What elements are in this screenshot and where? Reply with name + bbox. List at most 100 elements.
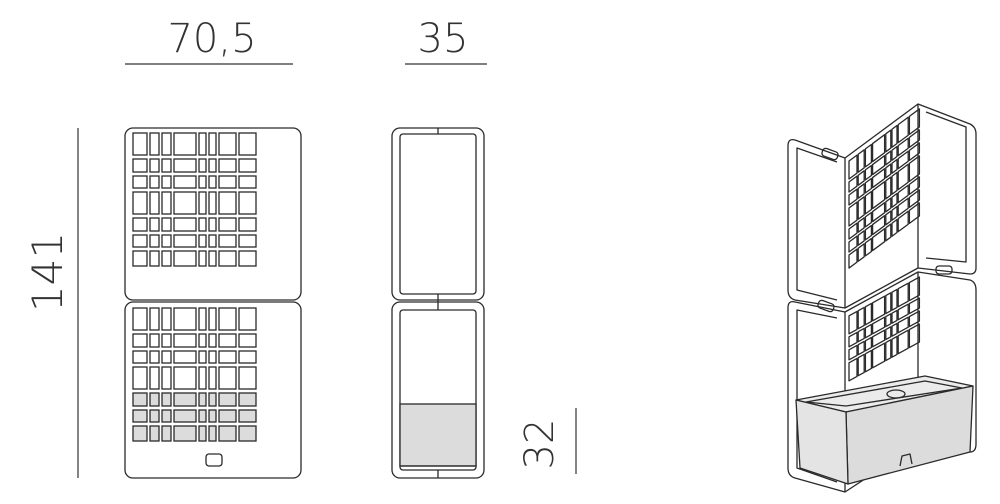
front-planter-handle (205, 453, 223, 467)
lattice-cell (897, 150, 909, 170)
lattice-cell (198, 158, 207, 173)
width-dimension-label: 70,5 (167, 16, 256, 62)
lattice-cell (173, 392, 197, 407)
lattice-cell (871, 215, 886, 236)
lattice-cell (149, 333, 160, 348)
lattice-cell (218, 132, 237, 156)
lattice-cell (857, 183, 865, 199)
lattice-cell (198, 217, 207, 232)
lattice-cell (132, 191, 148, 215)
lattice-cell (173, 158, 197, 173)
lattice-cell (848, 310, 858, 335)
lattice-cell (857, 196, 865, 220)
front-upper-panel (124, 127, 302, 301)
lattice-cell (173, 191, 197, 215)
lattice-cell (149, 350, 160, 364)
front-lattice-grid (132, 132, 257, 442)
lattice-cell (885, 339, 892, 362)
lattice-cell (864, 190, 873, 215)
lattice-cell (132, 217, 148, 232)
lattice-cell (149, 366, 160, 390)
lattice-cell (198, 425, 207, 442)
lattice-cell (238, 392, 257, 407)
lattice-cell (218, 392, 237, 407)
lattice-cell (173, 333, 197, 348)
lattice-cell (238, 409, 257, 423)
lattice-cell (871, 134, 886, 163)
lattice-cell (173, 217, 197, 232)
lattice-cell (132, 307, 148, 331)
lattice-cell (897, 137, 909, 157)
lattice-cell (908, 323, 921, 349)
lattice-cell (149, 217, 160, 232)
lattice-cell (897, 316, 909, 334)
lattice-cell (161, 409, 172, 423)
lattice-cell (908, 189, 921, 208)
lattice-cell (871, 316, 886, 335)
lattice-cell (908, 297, 921, 315)
lattice-cell (848, 201, 858, 227)
lattice-cell (218, 307, 237, 331)
lattice-cell (198, 350, 207, 364)
lattice-cell (198, 175, 207, 189)
lattice-cell (198, 409, 207, 423)
lattice-cell (848, 222, 858, 240)
perspective-left-frame-upper-inner (796, 147, 838, 301)
lattice-cell (149, 234, 160, 248)
lattice-cell (132, 333, 148, 348)
lattice-cell (198, 191, 207, 215)
lattice-cell (891, 124, 898, 148)
lattice-cell (238, 307, 257, 331)
lattice-cell (218, 175, 237, 189)
lattice-cell (218, 409, 237, 423)
lattice-cell (897, 197, 909, 217)
lattice-cell (848, 154, 858, 180)
lattice-cell (864, 237, 873, 257)
perspective-right-frame-upper (917, 103, 977, 275)
lattice-cell (149, 425, 160, 442)
lattice-cell (218, 333, 237, 348)
lattice-cell (857, 149, 865, 173)
lattice-cell (173, 175, 197, 189)
lattice-cell (908, 142, 921, 161)
perspective-planter-side (795, 399, 849, 485)
lattice-cell (238, 132, 257, 156)
lattice-cell (132, 366, 148, 390)
perspective-lattice-grid (848, 108, 921, 382)
lattice-cell (132, 132, 148, 156)
lattice-cell (891, 192, 898, 208)
lattice-cell (218, 234, 237, 248)
lattice-cell (857, 243, 865, 262)
lattice-cell (891, 288, 898, 311)
lattice-cell (198, 307, 207, 331)
lattice-cell (208, 333, 217, 348)
lattice-cell (149, 158, 160, 173)
lattice-cell (848, 331, 858, 348)
lattice-cell (238, 366, 257, 390)
lattice-cell (173, 350, 197, 364)
lattice-cell (885, 326, 892, 341)
lattice-cell (908, 155, 921, 182)
lattice-cell (864, 143, 873, 168)
lattice-cell (871, 168, 886, 189)
lattice-cell (149, 250, 160, 267)
side-upper-frame-inner (399, 133, 477, 295)
lattice-cell (885, 210, 892, 226)
lattice-cell (891, 322, 898, 337)
lattice-cell (208, 409, 217, 423)
lattice-cell (218, 250, 237, 267)
lattice-cell (857, 230, 865, 246)
lattice-cell (891, 218, 898, 237)
perspective-right-frame-upper-inner (925, 111, 967, 263)
lattice-cell (149, 307, 160, 331)
lattice-cell (198, 392, 207, 407)
lattice-cell (864, 224, 873, 241)
lattice-cell (218, 217, 237, 232)
lattice-cell (132, 409, 148, 423)
lattice-cell (132, 250, 148, 267)
lattice-cell (864, 349, 873, 373)
lattice-cell (161, 307, 172, 331)
lattice-cell (238, 234, 257, 248)
lattice-cell (908, 108, 921, 135)
